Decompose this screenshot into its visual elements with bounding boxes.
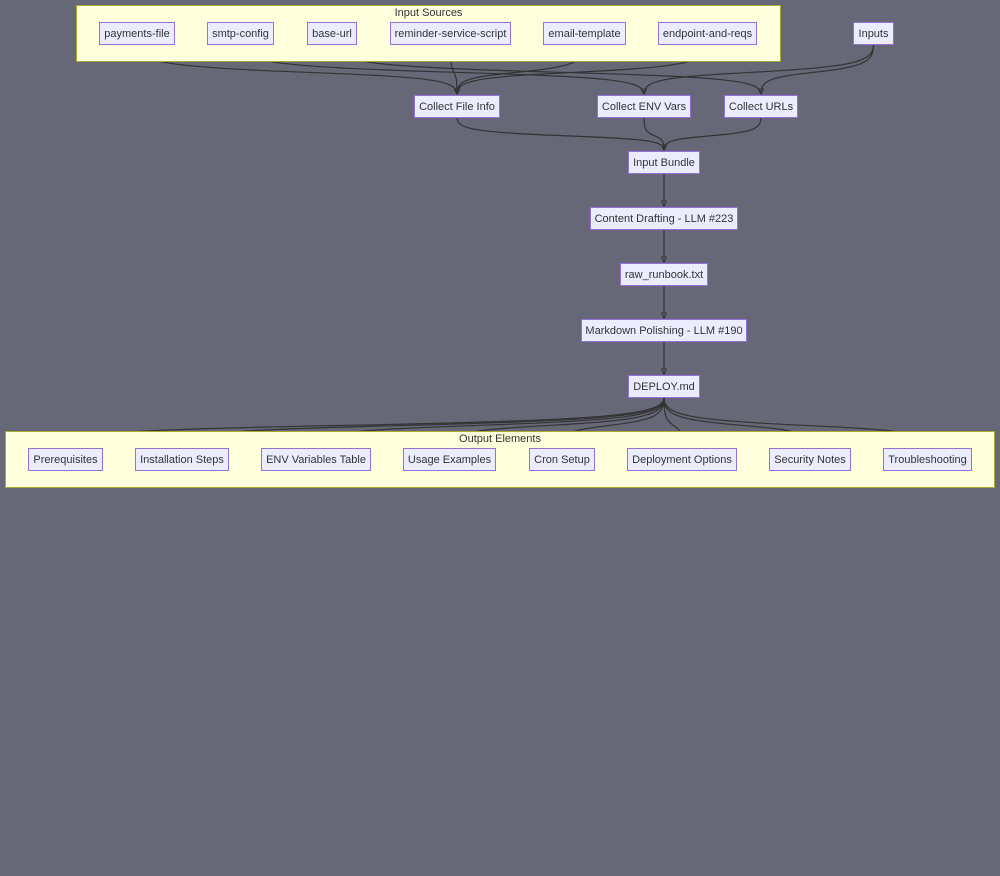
node-installation-steps[interactable]: Installation Steps [135, 448, 229, 471]
edge-inputs-to-collect_env_vars [644, 44, 875, 94]
node-env-variables-table[interactable]: ENV Variables Table [261, 448, 371, 471]
edge-inputs-to-collect_urls [761, 44, 875, 94]
node-cron-setup[interactable]: Cron Setup [529, 448, 595, 471]
node-collect-file-info[interactable]: Collect File Info [414, 95, 500, 118]
edge-collect_file_info-to-input_bundle [456, 117, 664, 150]
node-smtp-config[interactable]: smtp-config [207, 22, 274, 45]
node-input-bundle[interactable]: Input Bundle [628, 151, 700, 174]
node-raw-runbook[interactable]: raw_runbook.txt [620, 263, 708, 286]
node-deployment-options[interactable]: Deployment Options [627, 448, 737, 471]
node-inputs[interactable]: Inputs [853, 22, 894, 45]
node-deploy-md[interactable]: DEPLOY.md [628, 375, 700, 398]
node-usage-examples[interactable]: Usage Examples [403, 448, 496, 471]
node-troubleshooting[interactable]: Troubleshooting [883, 448, 972, 471]
edge-collect_env_vars-to-input_bundle [643, 117, 664, 150]
node-base-url[interactable]: base-url [307, 22, 357, 45]
node-markdown-polishing[interactable]: Markdown Polishing - LLM #190 [581, 319, 747, 342]
node-collect-env-vars[interactable]: Collect ENV Vars [597, 95, 691, 118]
node-email-template[interactable]: email-template [543, 22, 626, 45]
node-payments-file[interactable]: payments-file [99, 22, 175, 45]
node-content-drafting[interactable]: Content Drafting - LLM #223 [590, 207, 738, 230]
cluster-input-sources-label: Input Sources [394, 7, 463, 19]
node-endpoint-and-reqs[interactable]: endpoint-and-reqs [658, 22, 757, 45]
node-security-notes[interactable]: Security Notes [769, 448, 851, 471]
cluster-output-elements-label: Output Elements [459, 433, 541, 445]
edge-collect_urls-to-input_bundle [664, 117, 762, 150]
node-prerequisites[interactable]: Prerequisites [28, 448, 103, 471]
node-collect-urls[interactable]: Collect URLs [724, 95, 798, 118]
node-reminder-service-script[interactable]: reminder-service-script [390, 22, 511, 45]
